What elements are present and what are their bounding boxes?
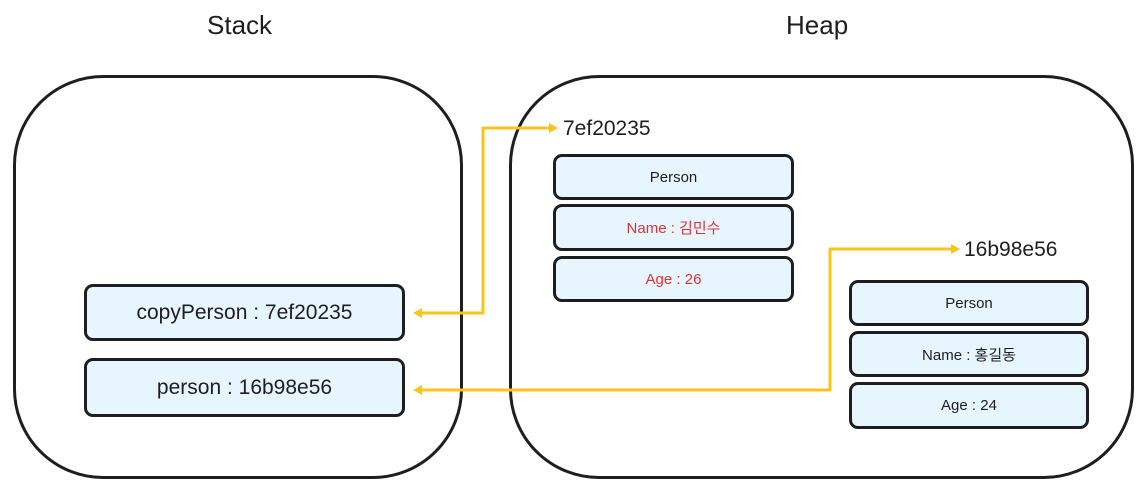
arrow-copyperson-reference — [413, 123, 558, 318]
heap-field-class: Person — [553, 154, 794, 200]
stack-variable-label: person : 16b98e56 — [156, 375, 333, 399]
arrow-person-reference — [413, 244, 960, 395]
heap-field-class: Person — [849, 280, 1089, 326]
stack-region — [13, 75, 463, 479]
heap-field-text: Person — [649, 168, 698, 186]
heap-field-text: Age : 26 — [645, 270, 702, 288]
heap-object-address: 16b98e56 — [964, 238, 1058, 261]
heap-field-age: Age : 26 — [553, 256, 794, 302]
heap-region — [509, 75, 1134, 479]
heap-object-address: 7ef20235 — [563, 117, 651, 140]
heap-field-text: Name : 김민수 — [626, 220, 721, 237]
heap-field-text: Person — [945, 294, 993, 312]
stack-variable-person: person : 16b98e56 — [84, 358, 405, 417]
stack-variable-label: copyPerson : 7ef20235 — [136, 300, 353, 324]
heap-field-name: Name : 김민수 — [553, 204, 794, 251]
heap-title: Heap — [786, 10, 849, 40]
heap-field-text: Age : 24 — [941, 397, 997, 414]
stack-variable-copyperson: copyPerson : 7ef20235 — [84, 284, 405, 341]
stack-title: Stack — [207, 10, 273, 40]
heap-field-age: Age : 24 — [849, 382, 1089, 429]
heap-field-text: Name : 홍길동 — [922, 346, 1016, 364]
heap-field-name: Name : 홍길동 — [849, 331, 1089, 377]
